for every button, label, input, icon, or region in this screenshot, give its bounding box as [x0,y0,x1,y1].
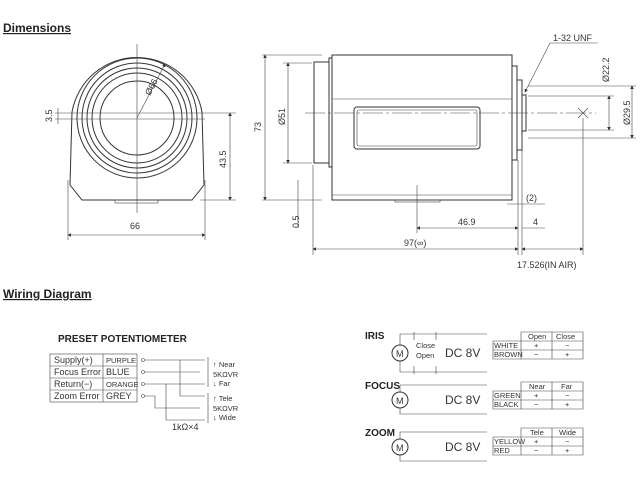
col-header: Close [556,332,575,341]
signal-label: Supply(+) [54,355,93,365]
motor-title: ZOOM [365,428,395,439]
wire-color: YELLOW [494,437,526,446]
preset-row: Return(−) ORANGE [54,379,139,389]
cell: + [565,400,570,409]
mount-depth-label: 4 [533,217,538,227]
cell: − [565,391,570,400]
resistors-label: 1kΩ×4 [172,422,199,432]
focus-vr-far: ↓ Far [213,379,231,388]
motor-title: IRIS [365,331,385,342]
dimensions-heading: Dimensions [3,21,71,35]
col-header: Open [528,332,546,341]
back-focus-label: 17.526(IN AIR) [517,260,577,270]
zoom-vr-wide: ↓ Wide [213,413,236,422]
switch-close-label: Close [416,341,435,350]
zoom-motor: ZOOM M DC 8V [365,428,487,462]
side-offset-label: 0.5 [291,215,301,228]
cell: − [534,446,539,455]
signal-label: Focus Error [54,367,101,377]
voltage-label: DC 8V [445,393,480,407]
side-diameter-label: Ø51 [277,108,287,125]
cell: + [534,391,539,400]
gap-label: (2) [526,193,537,203]
cell: + [534,341,539,350]
mount-inner-diameter-label: Ø22.2 [601,57,611,82]
cell: + [565,350,570,359]
voltage-label: DC 8V [445,440,480,454]
signal-label: Zoom Error [54,391,100,401]
side-view: 73 Ø51 0.5 46.9 97(∞) 17.526(IN AIR) (2)… [253,33,636,270]
wire-color: WHITE [494,341,518,350]
motor-symbol: M [396,396,404,406]
wire-color-label: GREY [106,391,132,401]
cell: + [565,446,570,455]
wire-color: RED [494,446,510,455]
cell: − [565,341,570,350]
preset-row: Focus Error BLUE [54,367,130,377]
cell: − [534,400,539,409]
zoom-table: Tele Wide YELLOW + − RED − + [492,427,584,456]
wire-color-label: ORANGE [106,380,139,389]
cell: + [534,437,539,446]
iris-motor: IRIS M Close Open DC 8V [365,331,487,374]
wire-color: BLACK [494,400,519,409]
cell: − [534,350,539,359]
focus-motor: FOCUS M DC 8V [365,381,487,415]
side-height-label: 73 [253,122,263,132]
voltage-label: DC 8V [445,346,480,360]
motor-symbol: M [396,443,404,453]
preset-title: PRESET POTENTIOMETER [58,334,188,345]
front-height-label: 43.5 [218,150,228,168]
focus-vr-value: 5KΩVR [213,370,239,379]
length-label: 97(∞) [404,238,426,248]
front-width-label: 66 [130,221,140,231]
col-header: Tele [530,428,544,437]
switch-open-label: Open [416,351,434,360]
preset-row: Zoom Error GREY [54,391,132,401]
focus-vr-near: ↑ Near [213,360,236,369]
front-offset-label: 3.5 [44,109,54,122]
focus-table: Near Far GREEN + − BLACK − + [492,381,584,410]
preset-row: Supply(+) PURPLE [54,355,136,365]
mount-outer-diameter-label: Ø29.5 [622,100,632,125]
flange-distance-label: 46.9 [458,217,476,227]
zoom-vr-tele: ↑ Tele [213,394,232,403]
motor-symbol: M [396,349,404,359]
wire-color-label: PURPLE [106,356,136,365]
col-header: Far [561,382,573,391]
col-header: Near [529,382,546,391]
wire-color: BROWN [494,350,523,359]
motor-title: FOCUS [365,381,400,392]
cell: − [565,437,570,446]
col-header: Wide [559,428,576,437]
iris-table: Open Close WHITE + − BROWN − + [492,331,584,360]
zoom-vr-value: 5KΩVR [213,404,239,413]
front-view: Ø66 3.5 43.5 66 [44,44,236,240]
thread-label: 1-32 UNF [553,33,593,43]
wiring-heading: Wiring Diagram [3,287,92,301]
signal-label: Return(−) [54,379,92,389]
wire-color-label: BLUE [106,367,130,377]
wire-color: GREEN [494,391,521,400]
preset-potentiometer: PRESET POTENTIOMETER Supply(+) PURPLE Foc… [49,334,239,432]
